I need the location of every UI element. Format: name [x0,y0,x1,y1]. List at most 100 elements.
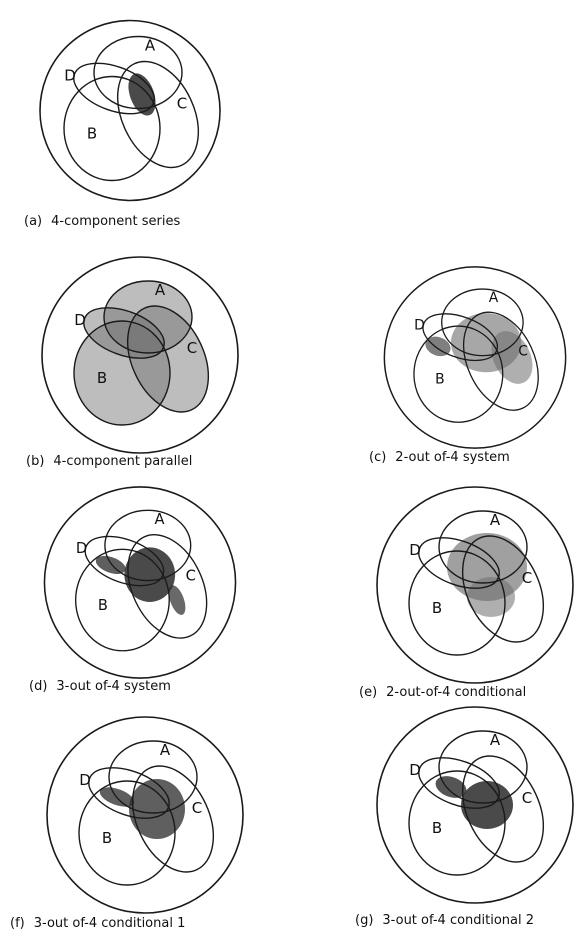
caption-tag: (f) [10,916,25,931]
set-a-label: A [490,731,501,749]
set-d-label: D [74,311,86,329]
shade-patch [168,585,186,615]
caption-tag: (d) [29,679,48,694]
shaded-region [128,73,156,116]
universe-circle [383,266,567,449]
set-a-label: A [145,37,156,55]
set-b-label: B [102,829,112,847]
set-b-label: B [87,125,97,143]
set-c-outline [461,535,545,643]
panel-d: A B C D (d) 3-out of-4 system [29,485,245,694]
caption-text: 4-component parallel [53,454,193,469]
set-b-outline [74,548,170,652]
set-outlines: A B C D [74,509,208,652]
set-d-outline [73,62,155,115]
set-a-outline [438,510,528,584]
set-a-outline [438,730,528,804]
shade-patch [104,281,192,353]
shade-patch [491,331,533,384]
set-a-label: A [155,511,165,528]
set-a-label: A [489,290,499,306]
set-c-outline [126,305,210,413]
set-a-outline [104,509,192,582]
caption-text: 3-out of-4 system [56,679,171,694]
set-c-label: C [177,95,187,113]
set-d-label: D [79,771,91,789]
universe-circle [376,486,574,684]
venn-diagram-a: A B C D [39,19,221,202]
set-c-label: C [192,799,202,817]
shade-patch [128,73,156,116]
set-b-outline [408,550,506,656]
set-c-label: C [522,789,532,807]
caption-text: 2-out of-4 system [395,450,510,465]
universe-circle [43,486,237,679]
set-a-label: A [490,511,501,529]
set-b-outline [408,770,506,876]
shade-patch [129,779,185,839]
set-b-outline [73,320,171,426]
set-a-label: A [160,741,171,759]
caption-tag: (b) [26,454,45,469]
universe-circle [39,19,221,202]
set-c-outline [131,765,215,873]
shade-patch [95,555,126,575]
caption-b: (b) 4-component parallel [26,454,192,469]
set-b-label: B [432,599,442,617]
set-outlines: A B C D [78,740,215,886]
caption-tag: (c) [369,450,387,465]
set-d-label: D [409,541,421,559]
set-d-outline [422,313,499,362]
shade-patch [425,336,451,357]
set-b-outline [413,325,504,423]
set-d-outline [83,307,165,359]
set-b-label: B [98,597,108,614]
caption-e: (e)2-out-of-4 conditional [359,685,526,700]
set-c-label: C [187,339,197,357]
shade-patch [124,547,176,602]
caption-g: (g)3-out of-4 conditional 2 [355,913,534,928]
set-b-label: B [432,819,442,837]
shaded-region [435,776,513,829]
caption-text: 4-component series [51,214,181,229]
shade-patch [74,321,170,425]
shade-patch [461,781,513,829]
caption-d: (d) 3-out of-4 system [29,679,171,694]
set-c-label: C [186,568,196,585]
set-a-outline [103,280,193,354]
universe-circle [46,716,244,914]
caption-tag: (a) [24,214,43,229]
set-b-outline [63,75,161,182]
universe-circle [376,706,574,904]
set-c-outline [116,60,200,169]
set-c-outline [462,311,539,411]
shaded-region [425,313,533,384]
shaded-region [95,547,186,615]
set-d-label: D [64,67,76,85]
set-outlines: A B C D [408,510,545,656]
set-d-outline [418,537,500,589]
set-b-label: B [435,371,445,387]
panel-e: A B C D (e)2-out-of-4 conditional [359,485,575,700]
caption-c: (c) 2-out of-4 system [369,450,510,465]
set-c-outline [461,755,545,863]
venn-diagram-f: A B C D [46,716,244,914]
set-d-outline [84,535,165,587]
set-a-outline [93,35,183,110]
caption-text: 3-out of-4 conditional 2 [382,913,535,928]
panel-f: A B C D (f) 3-out of-4 conditional 1 [10,715,250,931]
venn-diagram-e: A B C D [376,486,574,684]
caption-text: 3-out of-4 conditional 1 [33,916,186,931]
set-c-label: C [522,569,532,587]
set-d-label: D [76,540,87,557]
caption-text: 2-out-of-4 conditional [386,685,527,700]
